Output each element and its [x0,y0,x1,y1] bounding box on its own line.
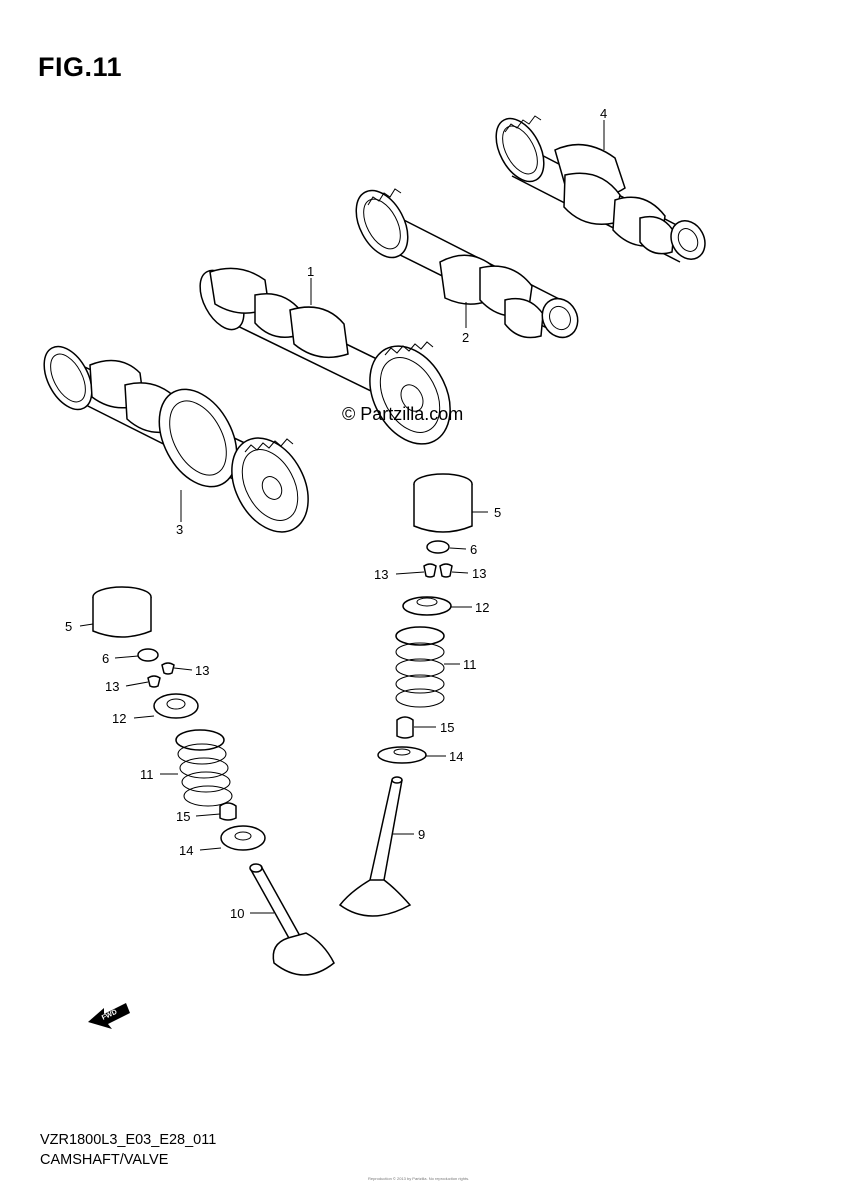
callout-3: 3 [176,522,183,537]
callout-13-left-right: 13 [195,663,209,678]
fwd-arrow-icon: FWD [88,1003,130,1029]
shim-left [137,648,159,662]
callout-11-left: 11 [140,767,154,782]
callout-13-right-right: 13 [472,566,486,581]
callout-12-left: 12 [112,711,126,726]
cotter-left [147,662,175,688]
callout-2: 2 [462,330,469,345]
camshaft-3 [43,345,309,533]
copyright-fine-print: Reproduction © 2013 by Partzilla. No rep… [368,1176,470,1181]
callout-1: 1 [307,264,314,279]
watermark: © Partzilla.com [342,404,464,424]
callout-15-left: 15 [176,809,190,824]
callout-15-right: 15 [440,720,454,735]
callout-labels: 4 1 2 3 5 6 13 13 12 11 15 14 9 5 6 13 1… [65,106,607,921]
callout-6-right: 6 [470,542,477,557]
camshaft-2 [355,188,579,339]
callout-5-right: 5 [494,505,501,520]
stem-seal-left [219,802,237,821]
callout-14-left: 14 [179,843,193,858]
retainer-left [153,693,199,719]
spring-right [395,626,445,708]
callout-10: 10 [230,906,244,921]
spring-left [175,729,233,807]
cotter-right [423,563,453,578]
camshaft-1 [199,267,451,445]
valve-right [338,776,412,917]
spring-seat-left [220,825,266,851]
callout-12-right: 12 [475,600,489,615]
tappet-left [92,586,152,638]
retainer-right [402,596,452,616]
diagram-code: VZR1800L3_E03_E28_011 [40,1132,217,1148]
callout-5-left: 5 [65,619,72,634]
leader-lines [79,120,605,914]
camshaft-4 [495,115,706,263]
callout-4: 4 [600,106,607,121]
callout-9: 9 [418,827,425,842]
shim-right [426,540,450,554]
callout-13-left-left: 13 [105,679,119,694]
figure-title: FIG.11 [38,52,123,82]
spring-seat-right [377,746,427,764]
tappet-right [413,473,473,533]
callout-13-right-left: 13 [374,567,388,582]
valve-left [249,863,335,976]
stem-seal-right [396,716,414,739]
diagram-name: CAMSHAFT/VALVE [40,1152,169,1168]
callout-11-right: 11 [463,657,477,672]
callout-6-left: 6 [102,651,109,666]
callout-14-right: 14 [449,749,463,764]
